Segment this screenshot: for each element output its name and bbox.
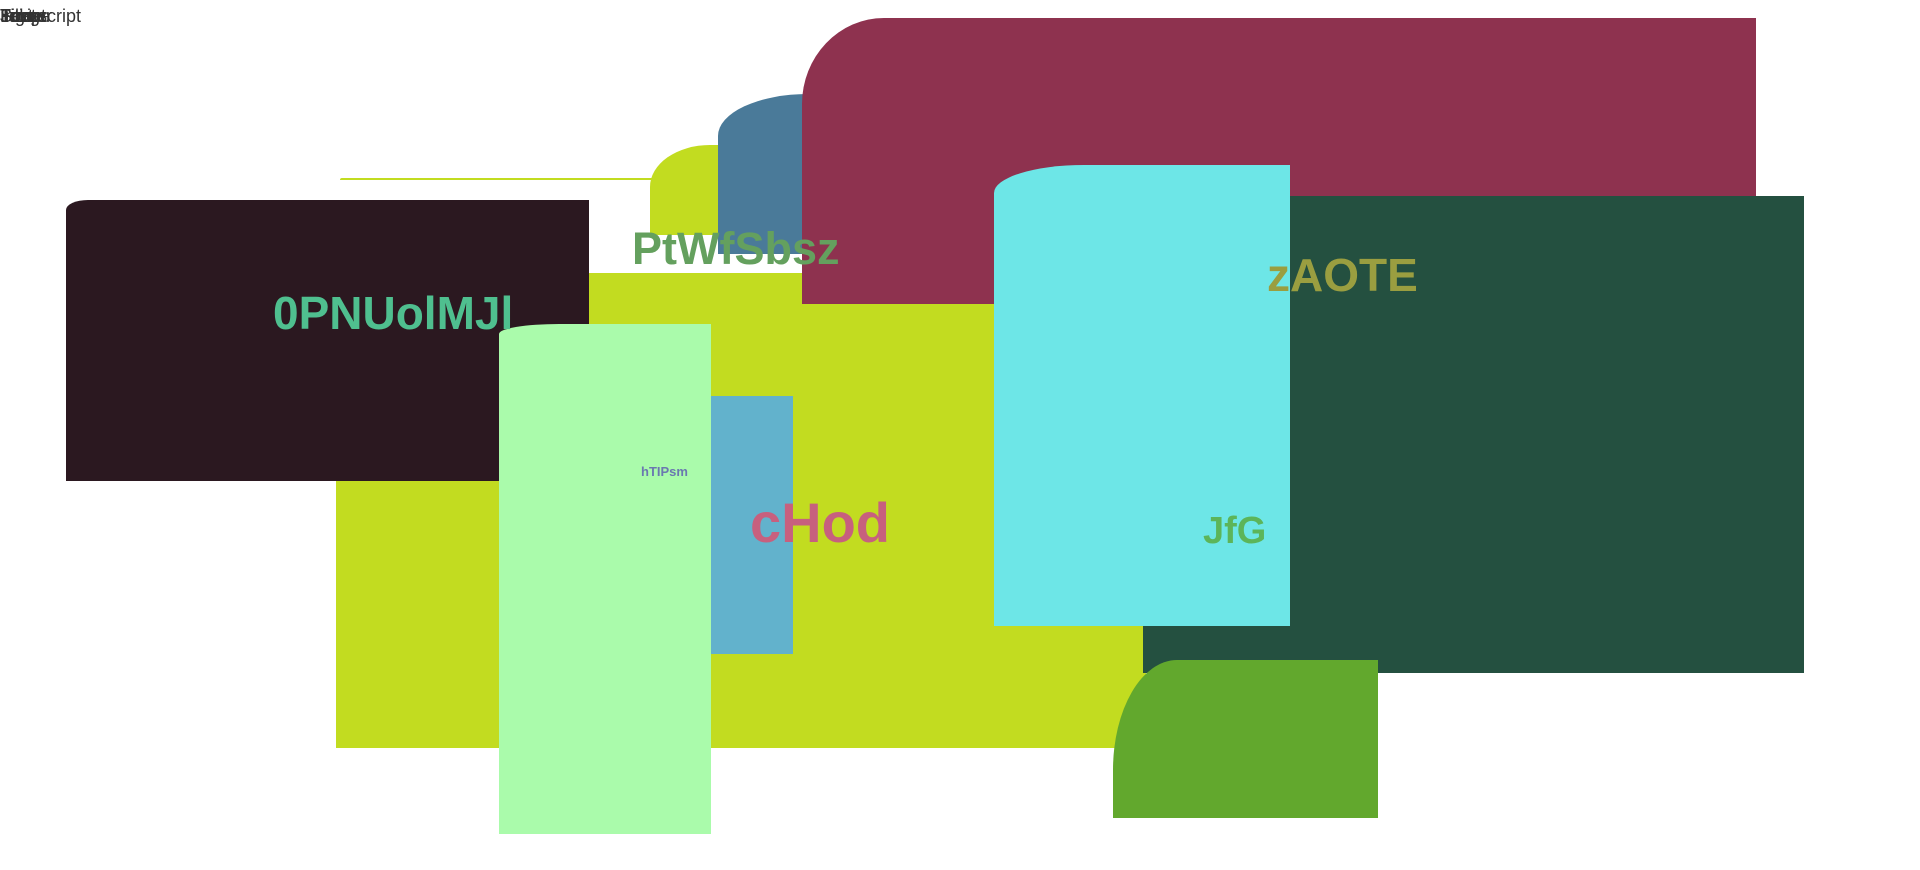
overlay-text-title: Title	[0, 6, 34, 26]
label-0pnuolmjl: 0PNUolMJl	[273, 287, 514, 339]
overlay-text-script: Script	[0, 6, 47, 26]
mint-panel	[499, 324, 711, 834]
sky-blue-block	[711, 396, 793, 654]
overlay-text-inline: Inline	[0, 6, 44, 26]
label-ptwfsbsz: PtWfSbsz	[632, 223, 840, 274]
label-jfg: JfG	[1203, 510, 1267, 552]
label-chod: cHod	[750, 491, 890, 554]
overlay-text-fig: Fig	[0, 6, 26, 26]
cyan-panel	[994, 165, 1290, 626]
overlay-text-text: Text	[0, 6, 34, 26]
grass-green-block	[1113, 660, 1378, 818]
overlay-text-image: Image	[0, 6, 51, 26]
label-htipsm: hTIPsm	[641, 464, 688, 479]
overlay-text-javascript: Javascript	[0, 6, 82, 26]
label-zaote: zAOTE	[1267, 249, 1418, 301]
overlay-text-footer: Footer	[0, 6, 53, 26]
